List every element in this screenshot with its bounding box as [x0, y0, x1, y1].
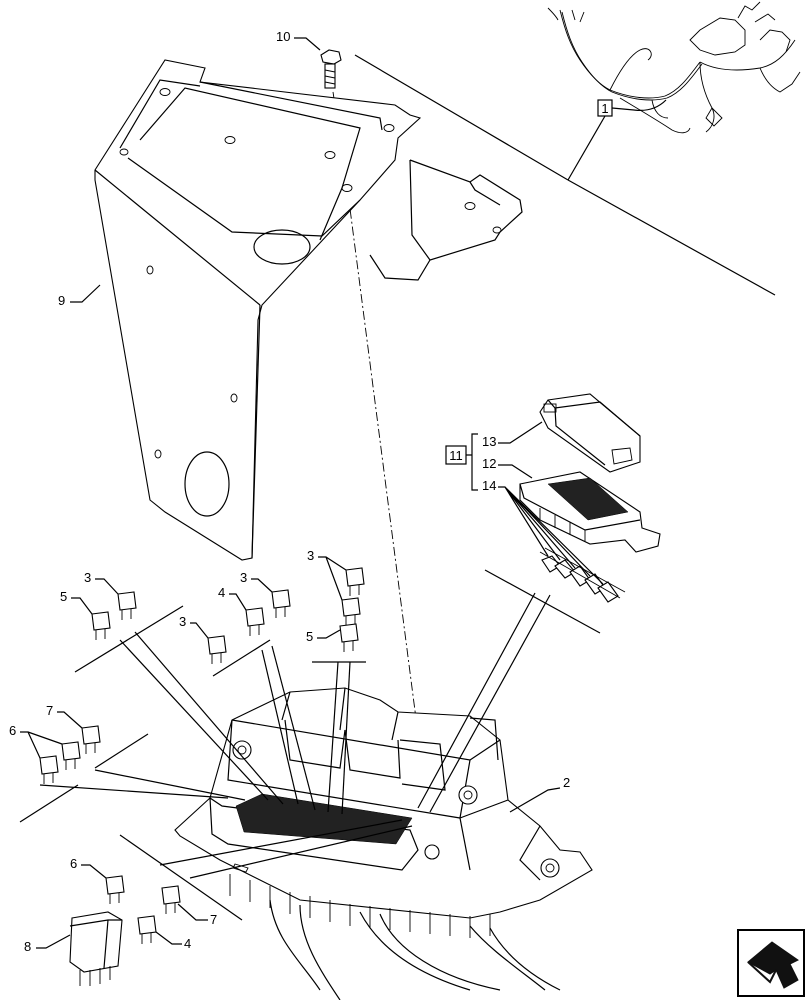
callout-3: 3 [240, 570, 247, 585]
callout-11: 11 [449, 448, 463, 463]
mini-fuse [207, 635, 227, 664]
callout-5: 5 [60, 589, 67, 604]
callout-3: 3 [84, 570, 91, 585]
callout-5: 5 [306, 629, 313, 644]
callout-8: 8 [24, 939, 31, 954]
callout-4: 4 [218, 585, 225, 600]
mini-fuse [137, 915, 157, 944]
next-page-arrow-icon[interactable] [737, 929, 805, 997]
fuse-box-terminals [539, 547, 626, 603]
callout-11-group: 11 [445, 433, 478, 491]
callout-3: 3 [307, 548, 314, 563]
callout-1: 1 [601, 101, 608, 116]
relay-part [69, 911, 123, 986]
callout-1-group: 1 [354, 54, 776, 296]
mini-fuse [161, 885, 181, 914]
callout-3: 3 [179, 614, 186, 629]
mini-fuse [39, 755, 59, 784]
callout-7: 7 [210, 912, 217, 927]
callout-9: 9 [58, 293, 65, 308]
callout-14: 14 [482, 478, 496, 493]
callout-2: 2 [563, 775, 570, 790]
mini-fuse [271, 589, 291, 618]
wiring-harness-illustration [547, 1, 801, 134]
callout-6: 6 [70, 856, 77, 871]
mini-fuse [345, 567, 365, 596]
callout-7: 7 [46, 703, 53, 718]
mini-fuse [245, 607, 265, 636]
callout-13: 13 [482, 434, 496, 449]
mini-fuse [61, 741, 81, 770]
bolt-part [320, 49, 342, 89]
mini-fuse [91, 611, 111, 640]
mini-fuse [117, 591, 137, 620]
mini-fuse [105, 875, 125, 904]
mini-fuse [339, 623, 359, 652]
fuse-box-cover [539, 393, 641, 473]
main-fuse-box [174, 687, 593, 1001]
mounting-bracket [94, 59, 523, 561]
leader-lines [19, 569, 601, 921]
callout-10: 10 [276, 29, 290, 44]
fuse-box-base [519, 471, 661, 553]
mini-fuse [341, 597, 361, 626]
callout-12: 12 [482, 456, 496, 471]
callout-4: 4 [184, 936, 191, 951]
mini-fuse [81, 725, 101, 754]
fuse-items: 3 5 3 4 3 3 [9, 548, 365, 951]
callout-6: 6 [9, 723, 16, 738]
